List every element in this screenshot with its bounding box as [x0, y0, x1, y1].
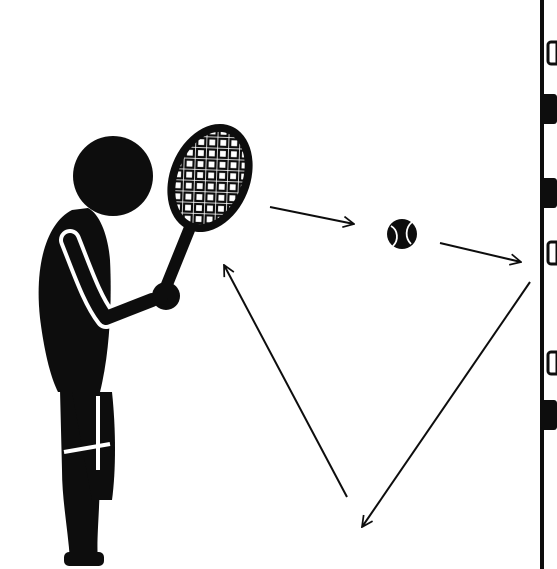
tennis-racket-icon — [122, 111, 268, 319]
arrow-to-ball — [270, 207, 354, 224]
tennis-ball-icon — [387, 219, 417, 249]
practice-wall-icon — [541, 0, 557, 569]
arrow-bounce-up — [224, 265, 347, 497]
player-head — [73, 136, 153, 216]
player-shoe — [64, 552, 104, 566]
arrow-to-wall — [440, 243, 521, 262]
ball-trajectory — [224, 207, 530, 527]
arrow-rebound-down — [362, 282, 530, 527]
tennis-player-icon — [39, 136, 180, 566]
